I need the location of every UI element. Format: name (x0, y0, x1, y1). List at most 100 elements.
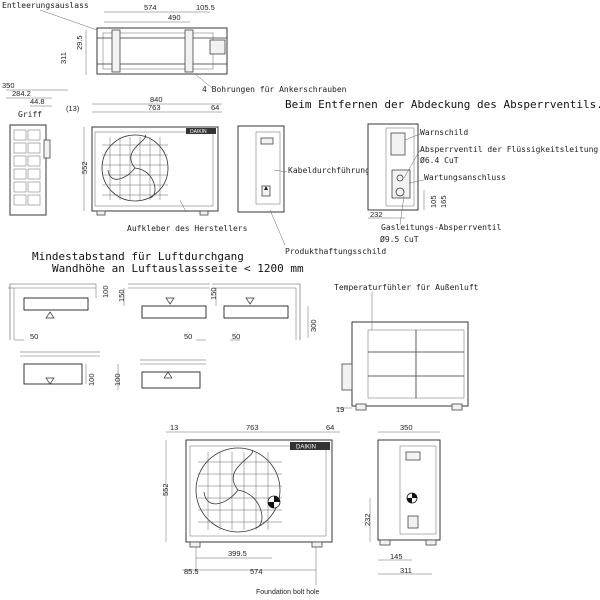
label-liquid-valve: Absperrventil der Flüssigkeitsleitung (420, 145, 598, 154)
dim-cl-150b: 150 (209, 287, 218, 300)
dim-valve-232: 232 (370, 210, 383, 219)
liquid-valve-shape (396, 174, 404, 182)
dim-311: 311 (59, 52, 68, 64)
dim-bot-574: 574 (250, 567, 263, 576)
dim-cl-50a: 50 (30, 332, 38, 341)
right-side-label (260, 137, 274, 145)
rear-foot (355, 403, 367, 411)
dim-bot-64: 64 (326, 423, 334, 432)
left-side-view: 350 284.2 44.8 (2, 81, 68, 216)
dim-cl-100b: 100 (87, 373, 96, 386)
dim-bot-145: 145 (390, 552, 403, 561)
top-view-foot (184, 29, 194, 73)
dim-bot-13: 13 (170, 423, 178, 432)
unit-symbol (141, 305, 207, 319)
side-bottom-panel (399, 445, 437, 535)
dim-350-side: 350 (2, 81, 15, 90)
unit-symbol (223, 305, 289, 319)
leader-line (399, 195, 405, 226)
airflow-arrow-icon (163, 371, 173, 379)
rear-view: 19 (336, 292, 469, 414)
front-foot (96, 210, 106, 216)
label-handle: Griff (18, 110, 42, 119)
nameplate-shape (390, 132, 406, 156)
left-side-grille (13, 129, 41, 206)
heading-min-clearance-2: Wandhöhe an Luftauslassseite < 1200 mm (52, 262, 304, 275)
dim-side-19: 19 (336, 405, 344, 414)
label-nameplate: Warnschild (420, 128, 468, 137)
leader-line (269, 209, 286, 246)
side-bottom-label (405, 451, 421, 461)
brand-logo-bar (186, 128, 216, 134)
dim-763: 763 (148, 103, 161, 112)
dim-284-2: 284.2 (12, 89, 31, 98)
dim-13-paren: (13) (66, 104, 80, 113)
label-gas-size: Ø9.5 CuT (380, 234, 419, 244)
clearance-case-2: 150 50 (117, 283, 210, 341)
side-view-bottom: 350 232 145 311 (363, 423, 441, 575)
side-bottom-valve (407, 515, 419, 529)
side-bottom-foot (379, 539, 391, 546)
clearance-case-4: 100 (20, 351, 100, 386)
dim-552: 552 (80, 161, 89, 174)
warning-mark-icon (264, 186, 268, 190)
label-drain-outlet: Entleerungsauslass (2, 1, 89, 10)
fan-grille-lines (102, 137, 168, 200)
valve-block (391, 169, 411, 199)
front-bottom-foot (311, 541, 323, 548)
dim-bot-232: 232 (363, 513, 372, 526)
center-of-gravity-fill (268, 496, 280, 508)
brand-logo-bottom: DAIKIN (296, 445, 316, 451)
airflow-arrow-icon (245, 297, 255, 305)
front-view-inner (94, 131, 214, 207)
dim-105-5: 105.5 (196, 3, 215, 12)
leader-line (194, 73, 213, 89)
dim-cl-150a: 150 (117, 289, 126, 302)
label-service-port: Wartungsanschluss (424, 173, 506, 182)
side-bottom-foot (425, 539, 437, 546)
rear-view-outline (351, 321, 469, 407)
fan-blades-bottom (203, 449, 263, 529)
dim-bot-350: 350 (400, 423, 413, 432)
dim-bot-399-5: 399.5 (228, 549, 247, 558)
heading-min-clearance-1: Mindestabstand für Luftdurchgang (32, 250, 244, 263)
brand-logo-bar-bottom (290, 442, 330, 450)
dim-cl-100c: 100 (113, 373, 122, 386)
label-foundation-bolt-hole: Foundation bolt hole (256, 589, 320, 596)
dim-cl-50c: 50 (232, 332, 240, 341)
dim-44-8: 44.8 (30, 97, 45, 106)
dim-valve-165: 165 (439, 195, 448, 208)
leader-line (273, 169, 288, 173)
leader-line (403, 149, 421, 179)
dim-574: 574 (144, 3, 157, 12)
dim-cl-300: 300 (309, 319, 318, 332)
top-view: 574 105.5 490 311 29.5 (39, 3, 228, 89)
unit-symbol (23, 297, 89, 311)
heading-valve-cover: Beim Entfernen der Abdeckung des Absperr… (285, 98, 600, 111)
clearance-case-5: 100 (113, 359, 206, 390)
airflow-arrow-icon (165, 297, 175, 305)
dim-490: 490 (168, 13, 181, 22)
fan-blades (107, 134, 156, 199)
dim-cl-100a: 100 (101, 285, 110, 298)
handle-shape (43, 139, 51, 159)
dim-29-5: 29.5 (75, 35, 84, 50)
front-foot (199, 210, 209, 216)
unit-symbol (23, 363, 83, 385)
leader-line (39, 9, 98, 31)
gas-valve-shape (395, 187, 405, 197)
dim-cl-50b: 50 (184, 332, 192, 341)
valve-unit-panel (385, 127, 415, 207)
dim-840: 840 (150, 95, 163, 104)
front-view-outline (91, 126, 219, 212)
brand-logo: DAIKIN (190, 129, 207, 135)
label-product-label: Produkthaftungsschild (285, 247, 386, 256)
sensor-bracket (341, 363, 353, 391)
dim-bot-85-5: 85.5 (184, 567, 199, 576)
unit-symbol (141, 371, 201, 389)
dim-64: 64 (211, 103, 219, 112)
label-anchor-holes: 4 Bohrungen für Ankerschrauben (202, 85, 347, 94)
right-side-panel (255, 131, 281, 205)
rear-foot (451, 403, 463, 411)
